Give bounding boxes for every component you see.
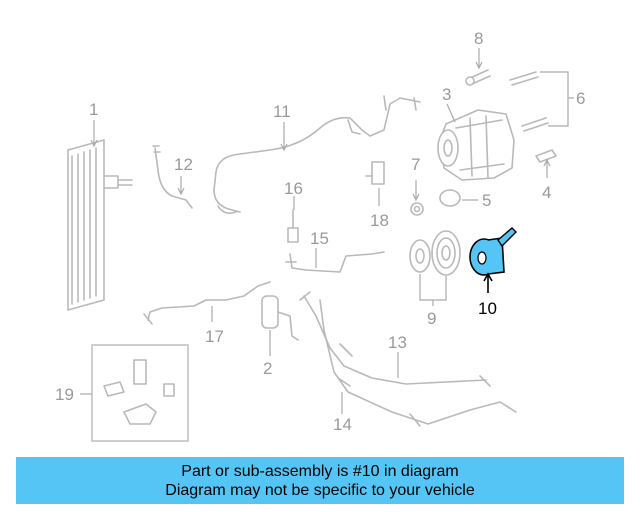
callout-12: 12 <box>174 155 193 174</box>
part-hose-assembly <box>319 299 517 427</box>
callout-8: 8 <box>474 29 483 48</box>
banner-line-disclaimer: Diagram may not be specific to your vehi… <box>165 481 475 499</box>
callout-10: 10 <box>478 299 497 318</box>
callout-7: 7 <box>411 155 420 174</box>
part-compressor <box>437 109 515 181</box>
part-receiver-drier <box>261 295 299 341</box>
info-banner: Part or sub-assembly is #10 in diagram D… <box>16 457 624 504</box>
callout-1: 1 <box>89 100 98 119</box>
part-clutch-coil-highlighted[interactable] <box>469 227 517 276</box>
part-liquid-line <box>143 281 271 325</box>
callout-14: 14 <box>333 415 352 434</box>
callout-4: 4 <box>542 183 551 202</box>
part-washer <box>439 189 461 207</box>
part-bolt <box>465 69 491 86</box>
callout-13: 13 <box>388 333 407 352</box>
leader-lines <box>80 48 574 414</box>
callout-9: 9 <box>427 309 436 328</box>
callout-labels: 1 2 3 4 5 6 7 8 9 10 11 12 13 14 15 16 1… <box>55 29 585 434</box>
part-suction-line <box>213 95 421 214</box>
banner-line-part: Part or sub-assembly is #10 in diagram <box>181 462 459 480</box>
part-switch <box>287 209 299 243</box>
part-small-hose <box>152 145 193 209</box>
part-pulley <box>409 230 461 276</box>
callout-11: 11 <box>273 102 291 121</box>
part-discharge-hose <box>299 291 491 387</box>
callout-3: 3 <box>442 85 451 104</box>
callout-2: 2 <box>263 359 272 378</box>
callout-16: 16 <box>284 179 303 198</box>
part-fitting <box>535 149 557 163</box>
part-studs <box>509 71 549 132</box>
callout-6: 6 <box>576 89 585 108</box>
part-kit-box <box>91 344 189 442</box>
part-pressure-line <box>285 251 385 273</box>
callout-5: 5 <box>482 191 491 210</box>
part-bracket <box>365 161 385 185</box>
callout-15: 15 <box>310 229 329 248</box>
callout-19: 19 <box>55 385 74 404</box>
callout-17: 17 <box>205 327 224 346</box>
callout-18: 18 <box>370 211 389 230</box>
part-nut <box>410 202 424 216</box>
part-condenser <box>67 139 133 311</box>
parts-diagram: 1 2 3 4 5 6 7 8 9 10 11 12 13 14 15 16 1… <box>55 29 585 442</box>
